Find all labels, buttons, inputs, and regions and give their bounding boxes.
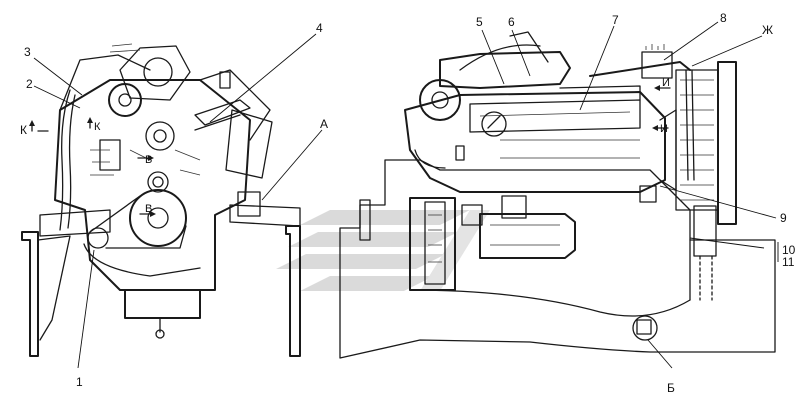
callout-9: 9 — [780, 211, 787, 225]
letter-v-upper: В — [145, 154, 152, 166]
letter-a: А — [320, 117, 328, 131]
stripe-logo-watermark — [276, 210, 490, 291]
letter-zh: Ж — [762, 23, 773, 37]
letter-v-lower: В — [145, 203, 152, 215]
callout-6: 6 — [508, 15, 515, 29]
letter-k-inner: К — [94, 121, 101, 133]
leader-lines — [33, 21, 779, 369]
letter-k-left: К — [20, 123, 27, 137]
callout-5: 5 — [476, 15, 483, 29]
callout-2: 2 — [26, 77, 33, 91]
engine-side-view — [339, 31, 776, 359]
engine-front-view — [21, 43, 301, 357]
letter-i-upper: И — [662, 77, 670, 89]
callout-10: 10 — [782, 243, 796, 257]
callout-7: 7 — [612, 13, 619, 27]
letter-i-lower: И — [660, 123, 668, 135]
callout-8: 8 — [720, 11, 727, 25]
callout-4: 4 — [316, 21, 323, 35]
callout-11: 11 — [782, 255, 795, 269]
callout-3: 3 — [24, 45, 31, 59]
callout-labels: 1 2 3 4 5 6 7 8 9 10 11 А Б В В К К И И … — [20, 11, 796, 395]
letter-b: Б — [667, 381, 675, 395]
view-arrows — [29, 85, 671, 217]
callout-1: 1 — [76, 375, 83, 389]
